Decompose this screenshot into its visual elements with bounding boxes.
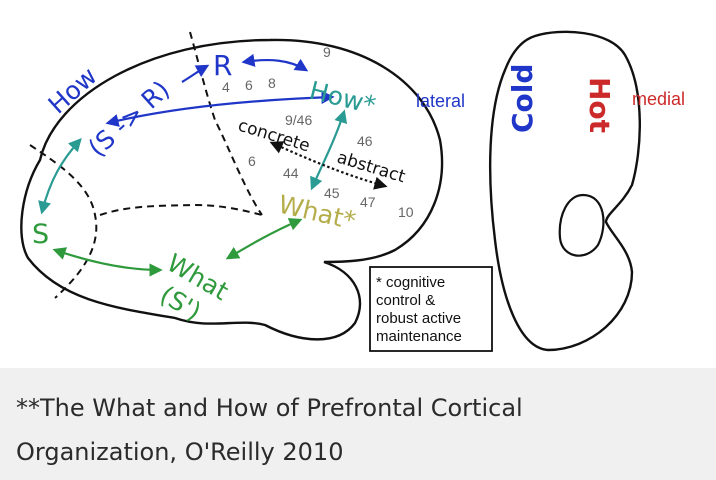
arrow-how-to-r xyxy=(181,64,210,83)
label-s: S xyxy=(32,219,49,250)
arrow-s-what xyxy=(52,247,163,277)
area-6-mid: 6 xyxy=(248,153,256,169)
figure-caption: **The What and How of Prefrontal Cortica… xyxy=(0,368,716,480)
note-line-1: * cognitive xyxy=(376,274,445,291)
note-box xyxy=(369,266,493,352)
label-cold: Cold xyxy=(506,64,539,133)
area-45: 45 xyxy=(324,185,340,201)
note-line-3: robust active xyxy=(376,310,461,327)
label-medial: medial xyxy=(632,89,685,109)
area-10: 10 xyxy=(398,204,414,220)
arrow-concrete-abstract xyxy=(269,141,388,190)
area-44: 44 xyxy=(283,165,299,181)
arrow-s-how xyxy=(38,138,82,215)
caption-line-1: **The What and How of Prefrontal Cortica… xyxy=(16,394,523,422)
lateral-brain-outline xyxy=(20,38,444,341)
arrow-what-what-star xyxy=(225,218,303,260)
label-lateral: lateral xyxy=(416,91,465,111)
arrow-r-how-star xyxy=(241,53,309,72)
area-46: 46 xyxy=(357,133,373,149)
medial-brain-outline xyxy=(488,30,641,352)
label-hot: Hot xyxy=(583,77,616,133)
note-line-4: maintenance xyxy=(376,328,462,345)
area-8: 8 xyxy=(268,75,276,91)
caption-line-2: Organization, O'Reilly 2010 xyxy=(16,438,344,466)
area-47: 47 xyxy=(360,194,376,210)
note-line-2: control & xyxy=(376,292,435,309)
label-how-sr-line1: How xyxy=(43,61,103,119)
area-6-top: 6 xyxy=(245,77,253,93)
area-9-46: 9/46 xyxy=(285,112,312,128)
area-9: 9 xyxy=(323,44,331,60)
corpus-callosum-outline xyxy=(558,193,605,257)
dashed-region-boundaries xyxy=(29,31,263,299)
arrow-how-sr-how-star xyxy=(105,90,335,127)
prefrontal-diagram: How (S -> R) R How* S What (S') What* co… xyxy=(20,30,685,352)
area-4: 4 xyxy=(222,79,230,95)
label-what-star: What* xyxy=(276,190,359,236)
label-r: R xyxy=(213,49,232,82)
